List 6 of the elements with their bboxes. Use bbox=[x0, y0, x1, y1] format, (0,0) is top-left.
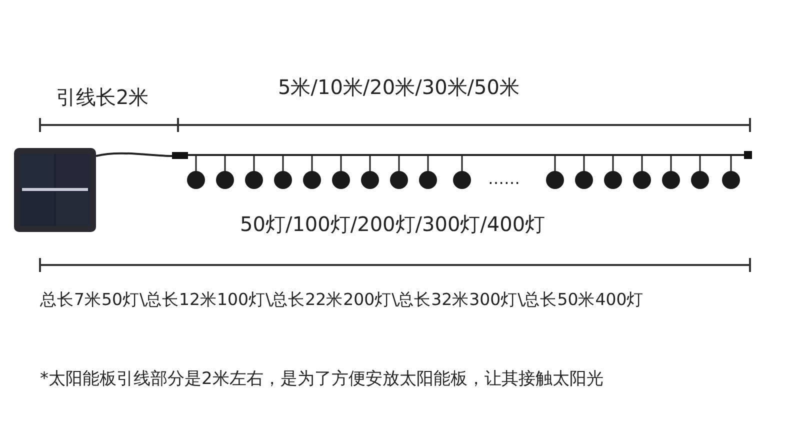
dimension-label: 引线长2米 bbox=[56, 86, 149, 108]
dimension-label: 50灯/100灯/200灯/300灯/400灯 bbox=[240, 213, 546, 235]
ellipsis-text: …… bbox=[488, 170, 520, 188]
dimension-label: 总长7米50灯\总长12米100灯\总长22米200灯\总长32米300灯\总长50米400灯 bbox=[40, 291, 644, 310]
footnote: *太阳能板引线部分是2米左右，是为了方便安放太阳能板，让其接触太阳光 bbox=[40, 370, 604, 389]
dimension-label: 5米/10米/20米/30米/50米 bbox=[278, 76, 520, 98]
